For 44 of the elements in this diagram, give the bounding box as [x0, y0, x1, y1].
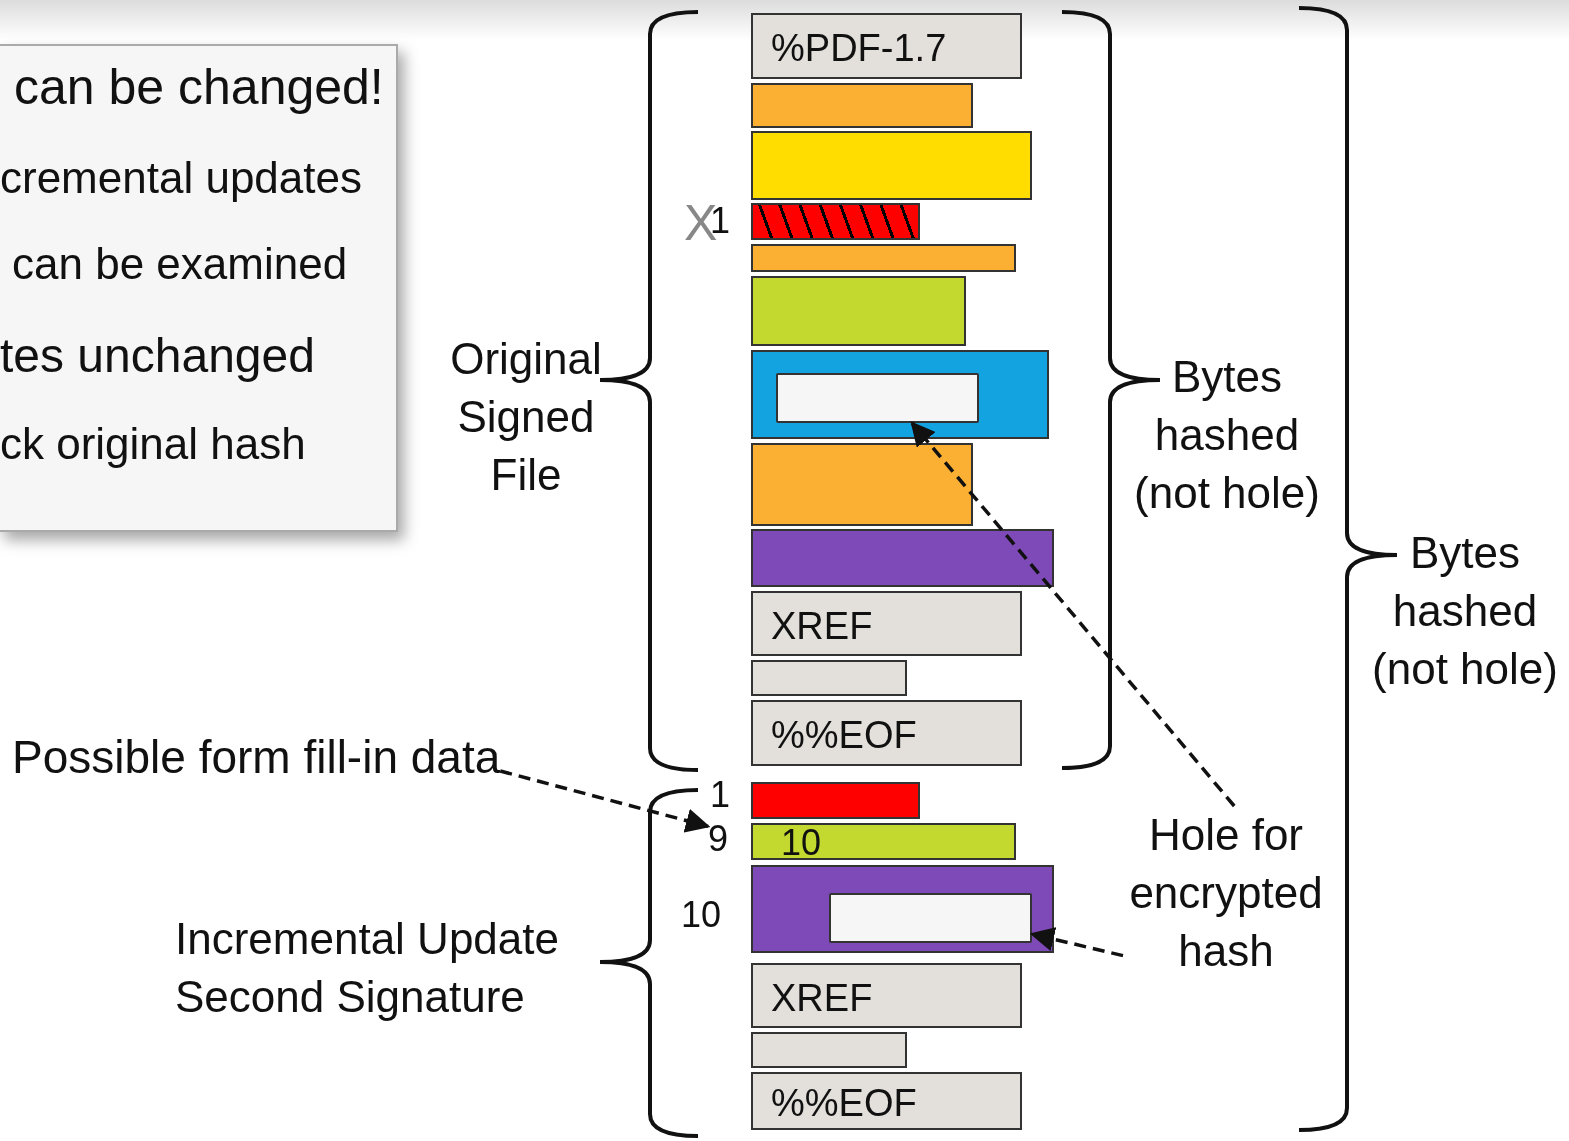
leader-arrow: [1029, 927, 1124, 958]
diagram-label: Bytes hashed (not hole): [1133, 351, 1321, 519]
signature-hole: [829, 893, 1032, 943]
file-section-bar: [751, 963, 1022, 1028]
panel-text: can be changed!: [14, 62, 384, 112]
panel-text: ck original hash: [0, 422, 306, 466]
diagram-label: 1: [710, 777, 731, 813]
section-label: XREF: [771, 978, 873, 1017]
file-section-bar: [751, 591, 1022, 656]
file-section-bar: [751, 1032, 907, 1068]
panel-text: tes unchanged: [0, 332, 315, 380]
leader-arrow: [910, 421, 1236, 808]
file-section-bar: [751, 782, 920, 819]
diagram-label: Original Signed File: [449, 333, 603, 501]
panel-text: can be examined: [12, 242, 348, 286]
file-section-bar: [751, 203, 920, 240]
signature-hole: [776, 373, 979, 423]
callout-text: Hole for encrypted hash: [1123, 806, 1329, 980]
file-section-bar: [751, 83, 973, 128]
callout-text: 9: [708, 818, 732, 860]
section-label: %%EOF: [771, 716, 917, 754]
diagram-label: 10: [681, 897, 722, 933]
panel-text: cremental updates: [0, 156, 362, 200]
file-section-bar: [751, 131, 1032, 200]
diagram-label: Bytes hashed (not hole): [1371, 527, 1559, 695]
file-section-bar: [751, 244, 1016, 272]
callout-text: Possible form fill-in data: [12, 732, 501, 782]
file-section-bar: [751, 443, 973, 526]
file-section-bar: [751, 865, 1054, 953]
section-label: 10: [781, 824, 822, 861]
file-section-bar: [751, 1072, 1022, 1130]
text-panel: [0, 44, 398, 532]
file-section-bar: [751, 350, 1049, 439]
file-section-bar: [751, 700, 1022, 766]
diagram-label: Incremental Update Second Signature: [175, 913, 560, 1023]
file-section-bar: [751, 13, 1022, 79]
section-label: %%EOF: [771, 1084, 917, 1122]
file-section-bar: [751, 529, 1054, 587]
file-section-bar: [751, 276, 966, 346]
section-label: %PDF-1.7: [771, 29, 947, 67]
file-section-bar: [751, 660, 907, 696]
file-section-bar: [751, 823, 1016, 860]
section-label: XREF: [771, 606, 873, 645]
leader-arrow: [499, 769, 711, 833]
